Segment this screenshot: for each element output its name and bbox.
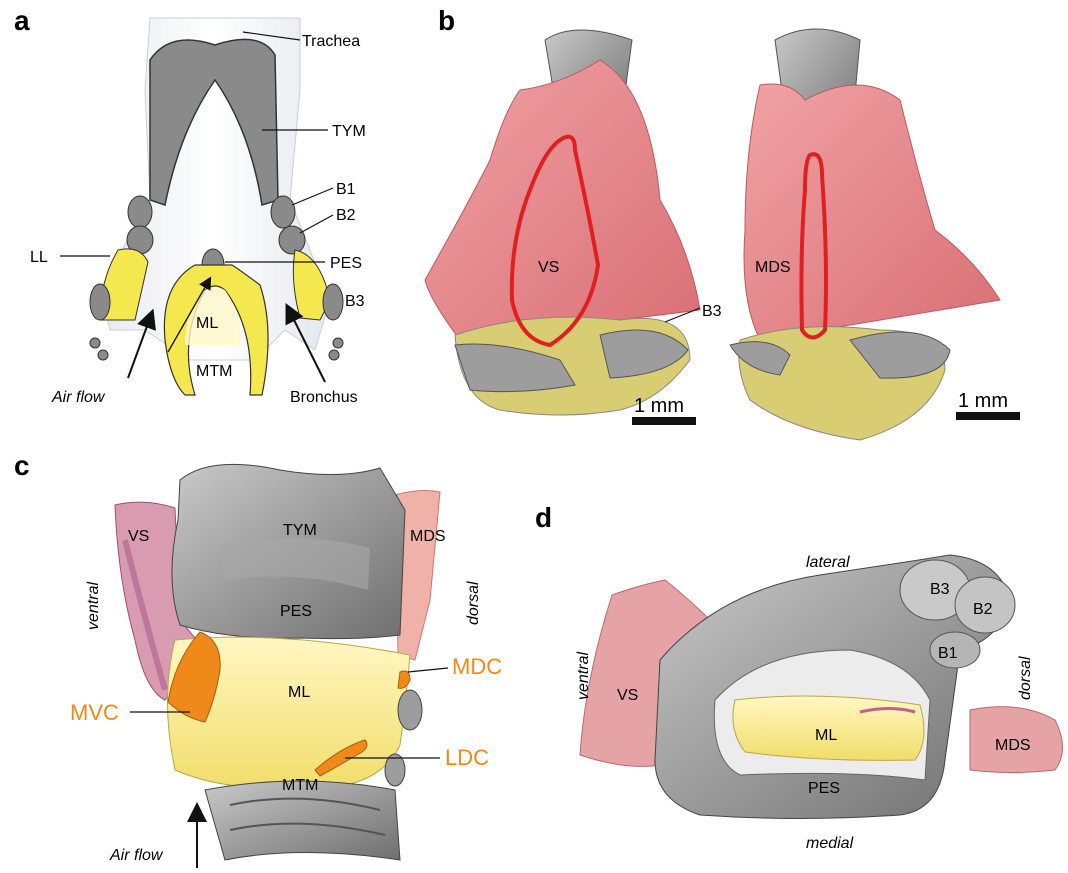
panel-d-label-ml: ML xyxy=(815,727,837,744)
panel-a-label-pes: PES xyxy=(330,255,362,272)
ring xyxy=(98,350,108,360)
panel-b-scale-label-right: 1 mm xyxy=(958,390,1008,412)
panel-a-label-ml: ML xyxy=(196,315,218,332)
panel-a-label-tym: TYM xyxy=(332,123,366,140)
panel-a-b3-right xyxy=(323,284,343,320)
panel-a-letter: a xyxy=(14,5,30,36)
ring xyxy=(329,350,339,360)
panel-c-label-pes: PES xyxy=(280,603,312,620)
panel-c-label-mvc: MVC xyxy=(70,700,119,725)
panel-c-letter: c xyxy=(14,450,30,481)
panel-c-label-mtm: MTM xyxy=(282,777,318,794)
panel-a-b1-right xyxy=(271,196,295,228)
panel-a-b1-left xyxy=(128,196,152,228)
panel-c-nodule xyxy=(398,690,422,730)
panel-d-label-b2: B2 xyxy=(973,601,993,618)
leader xyxy=(292,188,333,205)
panel-b-label-mds: MDS xyxy=(755,259,791,276)
panel-d-label-medial: medial xyxy=(806,835,854,852)
panel-d-label-lateral: lateral xyxy=(806,554,850,571)
panel-c-label-dorsal: dorsal xyxy=(465,581,482,625)
panel-c-label-ventral: ventral xyxy=(85,582,102,630)
panel-b-left-pink xyxy=(425,60,700,340)
panel-b-label-vs: VS xyxy=(538,259,559,276)
panel-b-right-pink xyxy=(744,84,1000,340)
panel-d-label-dorsal: dorsal xyxy=(1017,656,1034,700)
panel-c-label-ldc: LDC xyxy=(445,745,489,770)
panel-a-label-b1: B1 xyxy=(336,181,356,198)
panel-b-scale-label-left: 1 mm xyxy=(634,395,684,417)
panel-b-label-b3: B3 xyxy=(702,303,722,320)
ring xyxy=(90,338,100,348)
panel-a-label-airflow: Air flow xyxy=(51,389,106,406)
panel-d-label-mds: MDS xyxy=(995,737,1031,754)
panel-d-label-vs: VS xyxy=(617,687,638,704)
panel-a-label-trachea: Trachea xyxy=(302,33,360,50)
ring xyxy=(333,338,343,348)
panel-d: d lateral B3 B2 B1 ventral dorsal VS ML … xyxy=(535,502,1063,852)
panel-b: b VS MDS B3 1 mm 1 mm xyxy=(425,5,1020,440)
panel-b-scale-bar-right xyxy=(956,412,1020,420)
panel-a-label-ll: LL xyxy=(30,249,48,266)
panel-a-label-b2: B2 xyxy=(336,207,356,224)
panel-b-letter: b xyxy=(438,5,455,36)
panel-c-mdc xyxy=(398,671,410,688)
panel-d-letter: d xyxy=(535,502,552,533)
panel-d-label-b3: B3 xyxy=(930,581,950,598)
panel-a: a Trachea xyxy=(14,5,366,406)
panel-c-label-vs: VS xyxy=(128,528,149,545)
panel-c-label-mdc: MDC xyxy=(452,654,502,679)
panel-a-label-b3: B3 xyxy=(345,293,365,310)
panel-b-scale-bar-left xyxy=(632,417,696,425)
panel-c-label-mds: MDS xyxy=(410,528,446,545)
panel-a-label-bronchus: Bronchus xyxy=(290,389,358,406)
panel-d-label-b1: B1 xyxy=(938,645,958,662)
panel-c-label-ml: ML xyxy=(288,684,310,701)
panel-d-label-pes: PES xyxy=(808,780,840,797)
leader xyxy=(408,668,448,672)
panel-c-nodule xyxy=(385,754,405,786)
panel-a-label-mtm: MTM xyxy=(196,363,232,380)
panel-d-label-ventral: ventral xyxy=(575,652,592,700)
leader xyxy=(300,215,333,233)
panel-c-label-tym: TYM xyxy=(283,522,317,539)
panel-c: c VS TYM MDS PES ventral dorsal xyxy=(14,450,502,868)
panel-c-label-airflow: Air flow xyxy=(109,847,164,864)
panel-a-b3-left xyxy=(90,284,110,320)
panel-a-b2-right xyxy=(279,226,305,254)
